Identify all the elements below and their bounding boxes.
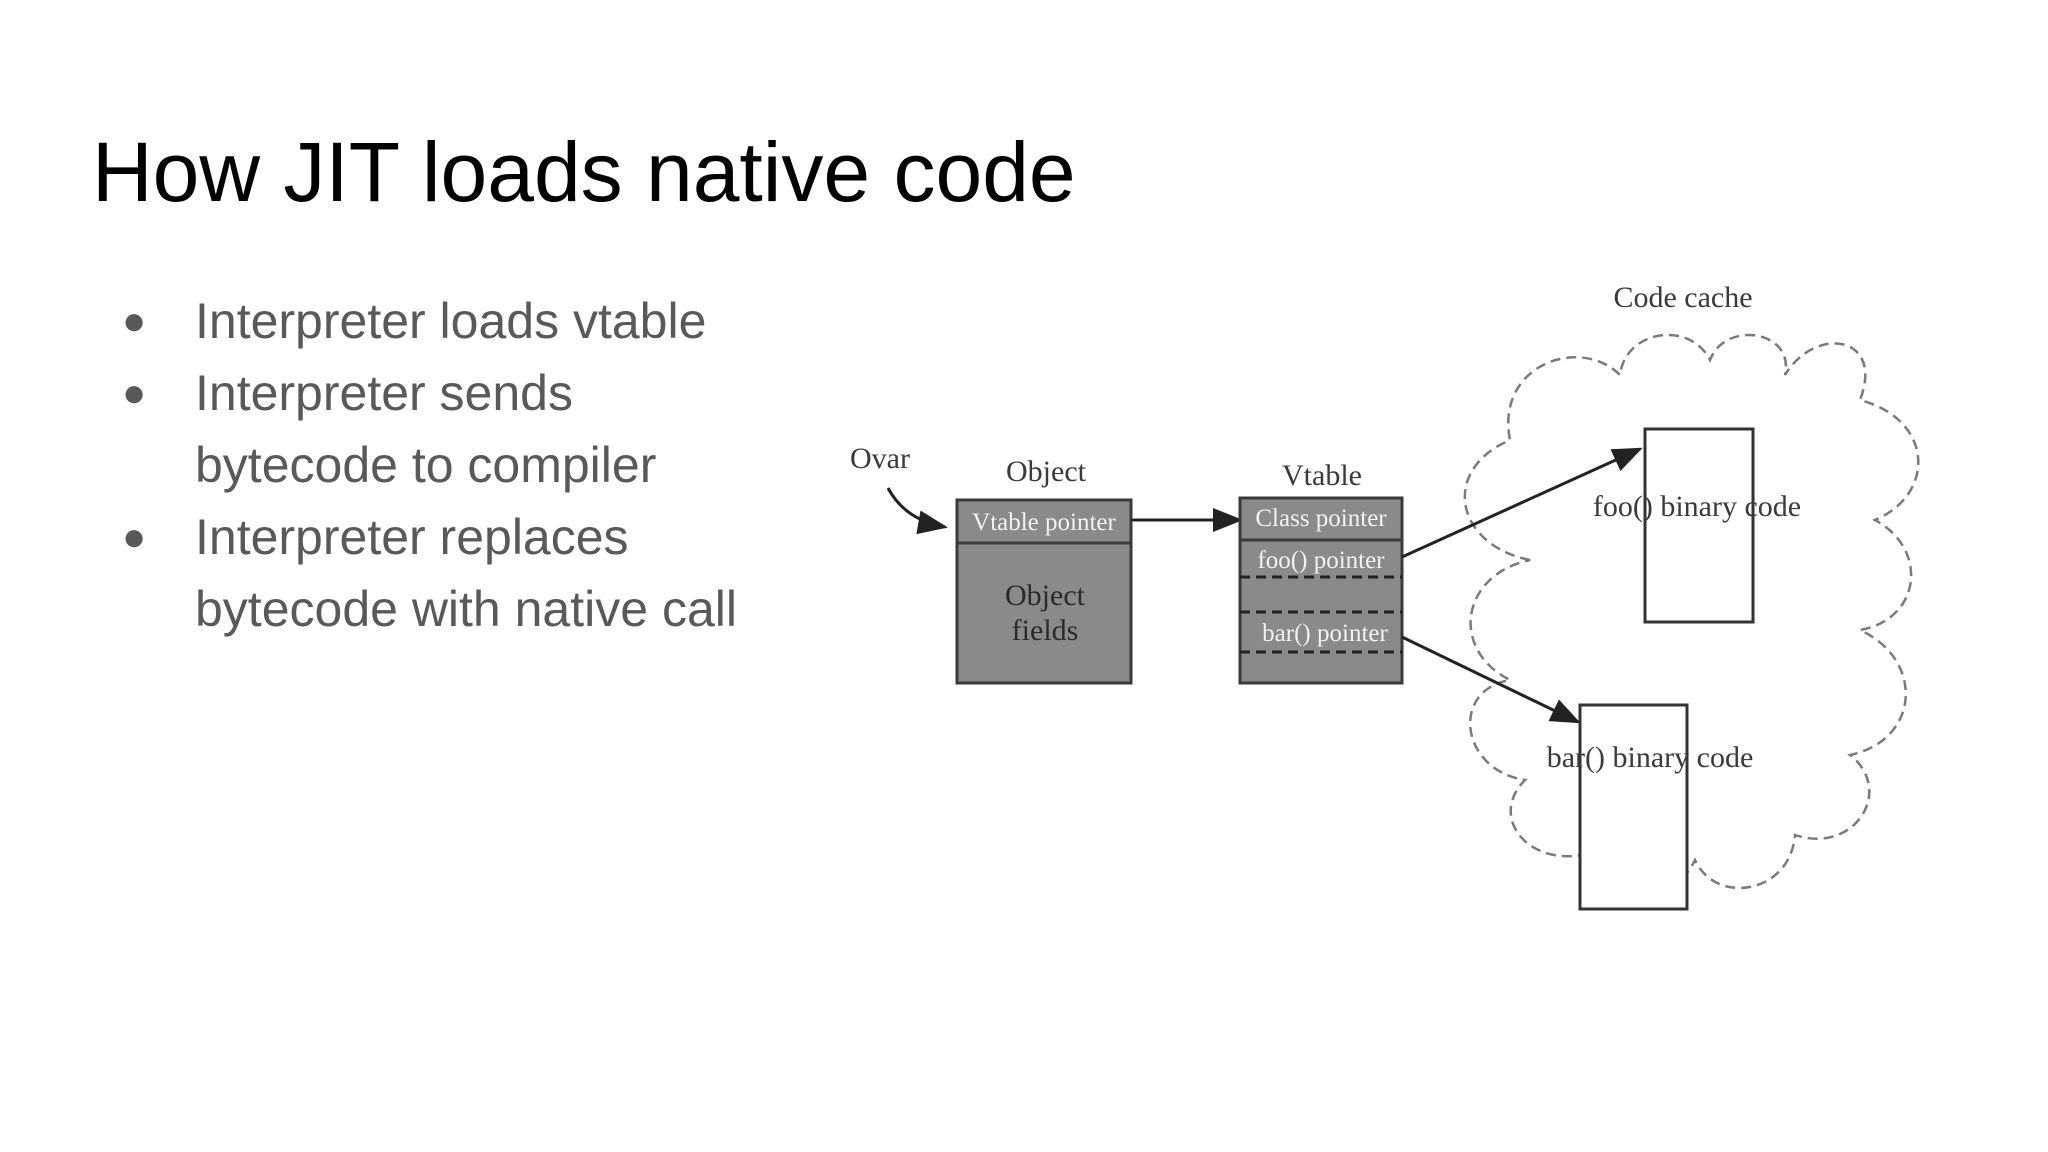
vtable-label: Vtable: [1282, 459, 1362, 492]
foo-code-block: foo() binary code: [1593, 427, 1801, 624]
code-cache-cloud: [1463, 333, 1920, 900]
bar-pointer-arrow: [1401, 635, 1581, 724]
bullet-item: ● Interpreter sends bytecode to compiler: [120, 357, 760, 501]
slide-title: How JIT loads native code: [92, 125, 1076, 219]
object-label: Object: [1006, 455, 1087, 488]
object-fields-line1: Object: [1005, 579, 1086, 612]
vtable-box: Class pointer foo() pointer bar() pointe…: [1238, 496, 1404, 685]
code-cache-label: Code cache: [1613, 281, 1752, 314]
bullet-item: ● Interpreter replaces bytecode with nat…: [120, 501, 760, 645]
foo-code-label: foo() binary code: [1593, 490, 1801, 523]
bullet-dot-icon: ●: [122, 371, 147, 415]
bullet-dot-icon: ●: [122, 515, 147, 559]
bullet-text: Interpreter loads vtable: [195, 293, 707, 349]
bullet-text: Interpreter sends bytecode to compiler: [195, 365, 657, 493]
bar-code-label: bar() binary code: [1547, 741, 1754, 774]
foo-pointer-arrow: [1401, 447, 1643, 559]
bullet-dot-icon: ●: [122, 299, 147, 343]
ovar-label: Ovar: [850, 442, 910, 475]
foo-pointer-cell: foo() pointer: [1257, 547, 1385, 574]
bar-code-block: bar() binary code: [1547, 703, 1754, 911]
ovar-arrow: [886, 487, 948, 535]
object-box: Vtable pointer Object fields: [955, 498, 1133, 685]
bar-pointer-cell: bar() pointer: [1262, 620, 1388, 647]
class-pointer-cell: Class pointer: [1255, 505, 1387, 532]
object-fields-line2: fields: [1012, 614, 1079, 647]
bullet-item: ● Interpreter loads vtable: [120, 285, 760, 357]
bullet-text: Interpreter replaces bytecode with nativ…: [195, 509, 737, 637]
bullet-list: ● Interpreter loads vtable ● Interpreter…: [120, 285, 760, 645]
vtable-pointer-cell: Vtable pointer: [972, 509, 1116, 536]
